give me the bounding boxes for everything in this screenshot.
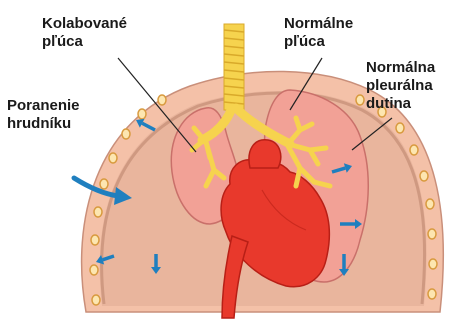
rib-dot <box>428 289 436 299</box>
rib-dot <box>109 153 117 163</box>
rib-dot <box>420 171 428 181</box>
label-chest-injury: Poranenie hrudníku <box>7 97 80 133</box>
label-normal-cavity-line1: Normálna <box>366 59 435 77</box>
rib-dot <box>356 95 364 105</box>
rib-dot <box>410 145 418 155</box>
trachea <box>224 24 244 110</box>
label-normal-lung: Normálne pľúca <box>284 15 353 51</box>
label-normal-pleural-cavity: Normálna pleurálna dutina <box>366 59 435 113</box>
label-normal-lung-line1: Normálne <box>284 15 353 33</box>
label-chest-injury-line1: Poranenie <box>7 97 80 115</box>
label-collapsed-lung-line2: pľúca <box>42 33 127 51</box>
rib-dot <box>100 179 108 189</box>
rib-dot <box>94 207 102 217</box>
rib-dot <box>396 123 404 133</box>
rib-dot <box>138 109 146 119</box>
rib-dot <box>122 129 130 139</box>
rib-dot <box>158 95 166 105</box>
label-chest-injury-line2: hrudníku <box>7 115 80 133</box>
rib-dot <box>429 259 437 269</box>
label-collapsed-lung: Kolabované pľúca <box>42 15 127 51</box>
rib-dot <box>92 295 100 305</box>
rib-dot <box>428 229 436 239</box>
rib-dot <box>426 199 434 209</box>
label-collapsed-lung-line1: Kolabované <box>42 15 127 33</box>
rib-dot <box>91 235 99 245</box>
aorta <box>249 140 281 168</box>
rib-dot <box>90 265 98 275</box>
label-normal-cavity-line2: pleurálna <box>366 77 435 95</box>
label-normal-lung-line2: pľúca <box>284 33 353 51</box>
label-normal-cavity-line3: dutina <box>366 95 435 113</box>
